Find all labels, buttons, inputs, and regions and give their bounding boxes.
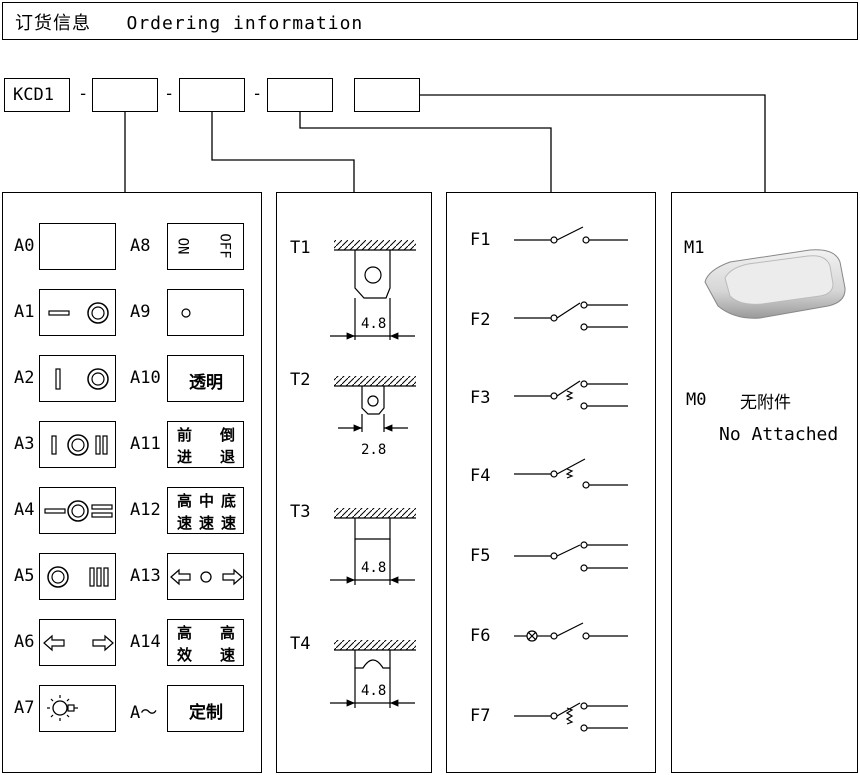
glyph-speed-2: 速 <box>199 514 215 532</box>
transparent-cover-image <box>704 249 846 319</box>
page-title: 订货信息 Ordering information <box>15 13 364 34</box>
glyph-speed-3: 速 <box>221 514 237 532</box>
glyph-forward: 前 <box>177 426 193 444</box>
code-A9: A9 <box>130 302 151 322</box>
glyph-high-2: 高 <box>220 624 236 642</box>
symbol-A1 <box>39 289 116 336</box>
symbol-A8: ON OFF <box>167 223 244 270</box>
symbol-A9 <box>167 289 244 336</box>
glyph-speed: 速 <box>220 646 236 664</box>
glyph-speed-1: 速 <box>177 514 193 532</box>
symbol-A7 <box>39 685 116 732</box>
glyph-reverse: 倒 <box>220 426 236 444</box>
symbol-A10: 透明 <box>167 355 244 402</box>
glyph-efficiency: 效 <box>177 646 193 664</box>
code-A7: A7 <box>14 698 35 718</box>
code-A5: A5 <box>14 566 35 586</box>
code-M1: M1 <box>684 238 705 258</box>
glyph-mid: 中 <box>199 492 215 510</box>
dim-T2: 2.8 <box>361 442 387 458</box>
code-F1: F1 <box>470 230 491 250</box>
dim-T4: 4.8 <box>361 683 387 699</box>
code-T3: T3 <box>290 502 311 522</box>
code-T1: T1 <box>290 238 311 258</box>
code-F5: F5 <box>470 546 491 566</box>
code-A8: A8 <box>130 236 151 256</box>
lens-code-box[interactable] <box>92 78 158 112</box>
code-T4: T4 <box>290 634 311 654</box>
function-code-box[interactable] <box>267 78 333 112</box>
code-F2: F2 <box>470 310 491 330</box>
terminal-code-box[interactable] <box>179 78 245 112</box>
light-bulb-icon <box>47 695 78 721</box>
code-A3: A3 <box>14 434 35 454</box>
code-A1: A1 <box>14 302 35 322</box>
accessory-code-box[interactable] <box>354 78 420 112</box>
panel-lens-symbols <box>2 192 262 773</box>
code-F3: F3 <box>470 388 491 408</box>
dim-T1: 4.8 <box>361 316 387 332</box>
code-A11: A11 <box>130 434 161 454</box>
custom-label: 定制 <box>189 703 223 723</box>
code-A0: A0 <box>14 236 35 256</box>
transparent-label: 透明 <box>189 373 223 393</box>
code-F4: F4 <box>470 466 491 486</box>
code-A12: A12 <box>130 500 161 520</box>
code-F6: F6 <box>470 626 491 646</box>
header-bar: 订货信息 Ordering information <box>2 2 858 40</box>
panel-functions <box>446 192 656 773</box>
code-A4: A4 <box>14 500 35 520</box>
symbol-A3 <box>39 421 116 468</box>
code-T2: T2 <box>290 370 311 390</box>
code-A2: A2 <box>14 368 35 388</box>
separator-3: - <box>252 84 263 104</box>
symbol-A2 <box>39 355 116 402</box>
dim-T3: 4.8 <box>361 560 387 576</box>
symbol-A4 <box>39 487 116 534</box>
symbol-A5 <box>39 553 116 600</box>
code-A6: A6 <box>14 632 35 652</box>
symbol-A6 <box>39 619 116 666</box>
code-A10: A10 <box>130 368 161 388</box>
symbol-A-custom: 定制 <box>167 685 244 732</box>
part-prefix-box: KCD1 <box>4 78 70 112</box>
glyph-retreat: 退 <box>220 448 236 466</box>
code-A14: A14 <box>130 632 161 652</box>
symbol-A14: 高 高 效 速 <box>167 619 244 666</box>
code-M0: M0 <box>686 390 707 410</box>
symbol-A11: 前 倒 进 退 <box>167 421 244 468</box>
panel-terminals <box>276 192 432 773</box>
glyph-advance: 进 <box>177 448 193 466</box>
glyph-high-1: 高 <box>177 624 193 642</box>
code-A-custom: A～ <box>130 703 158 723</box>
glyph-high: 高 <box>177 492 193 510</box>
separator-1: - <box>78 84 89 104</box>
m0-en-label: No Attached <box>719 424 839 445</box>
symbol-A13 <box>167 553 244 600</box>
symbol-A0 <box>39 223 116 270</box>
code-F7: F7 <box>470 706 491 726</box>
code-A13: A13 <box>130 566 161 586</box>
part-prefix: KCD1 <box>13 85 54 105</box>
glyph-low: 底 <box>221 492 237 510</box>
m0-cn-label: 无附件 <box>740 393 791 413</box>
separator-2: - <box>164 84 175 104</box>
symbol-A12: 高 中 底 速 速 速 <box>167 487 244 534</box>
